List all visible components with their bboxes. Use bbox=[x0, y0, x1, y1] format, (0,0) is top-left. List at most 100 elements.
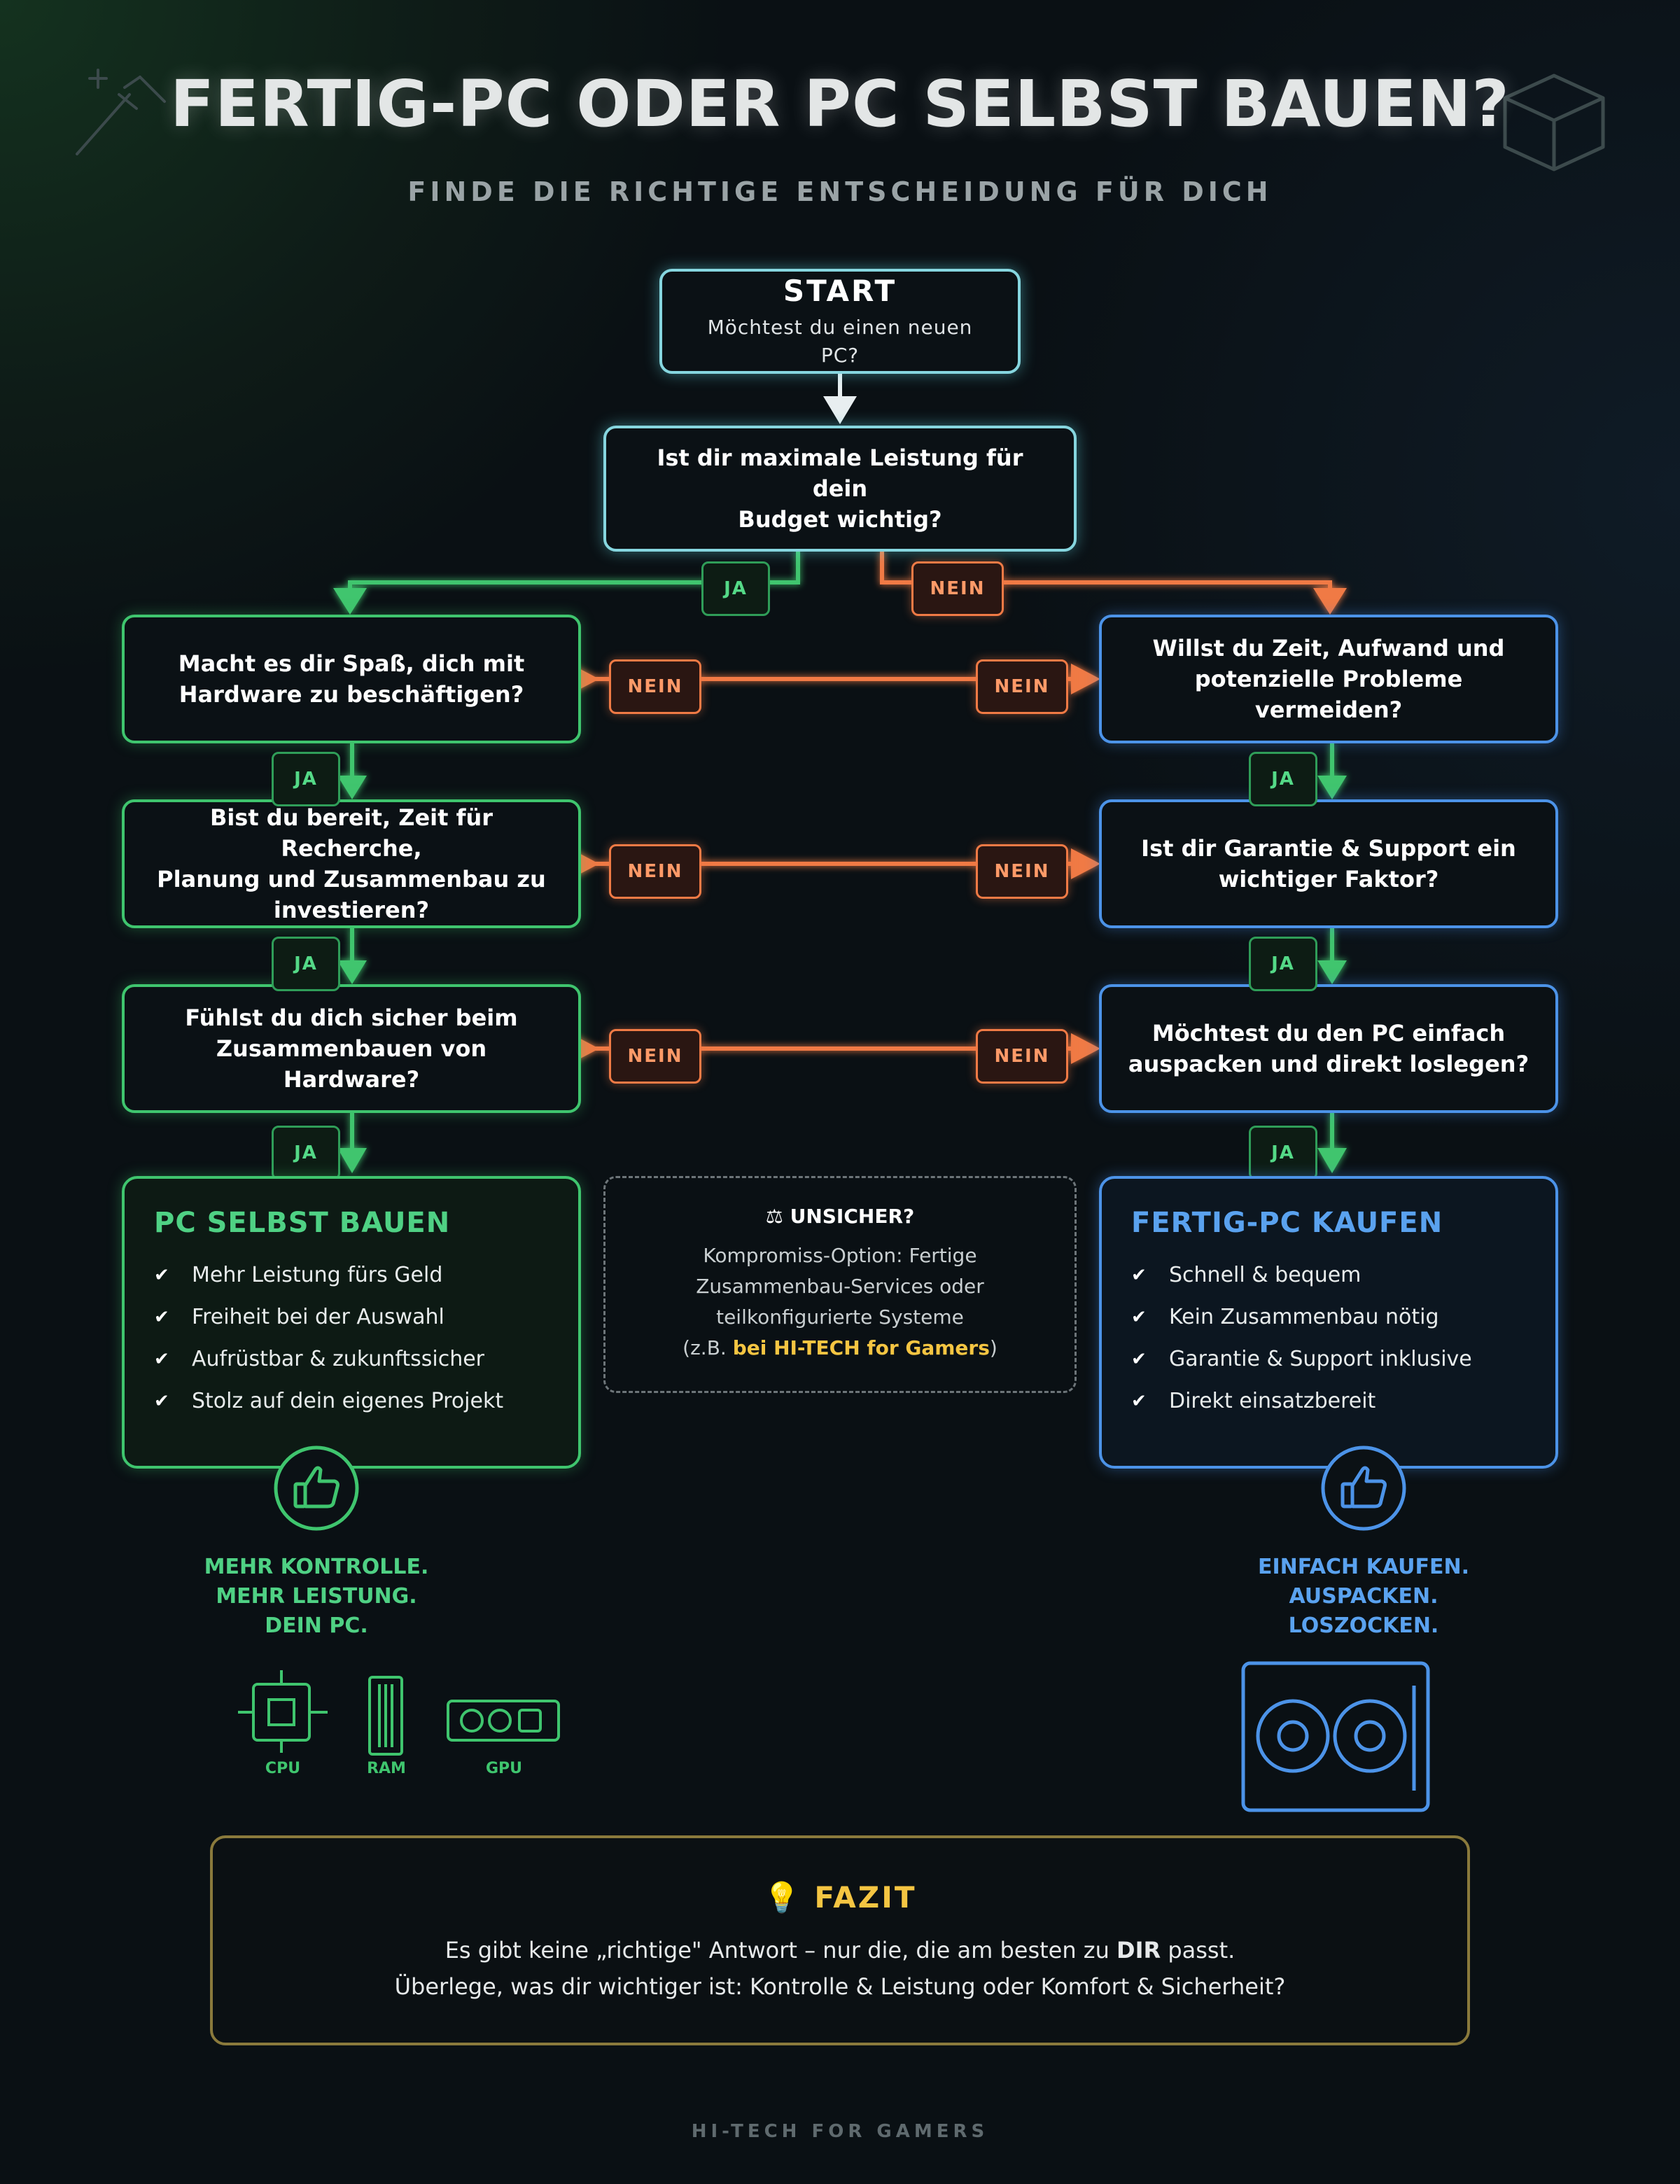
check-icon: ✔ bbox=[1131, 1265, 1147, 1286]
page-subtitle: FINDE DIE RICHTIGE ENTSCHEIDUNG FÜR DICH bbox=[407, 176, 1273, 207]
badge-nein-main: NEIN bbox=[911, 561, 1004, 616]
conclusion-line-1: Es gibt keine „richtige" Antwort – nur d… bbox=[213, 1932, 1467, 1968]
unsure-title-text: UNSICHER? bbox=[790, 1205, 915, 1228]
list-item: ✔ Kein Zusammenbau nötig bbox=[1131, 1296, 1526, 1338]
result-build-pc: PC SELBST BAUEN ✔ Mehr Leistung fürs Geld… bbox=[122, 1176, 581, 1469]
start-box: START Möchtest du einen neuen PC? bbox=[659, 269, 1021, 374]
badge-nein-left-1: NEIN bbox=[609, 659, 701, 714]
list-item-text: Direkt einsatzbereit bbox=[1169, 1389, 1376, 1413]
badge-ja-right-1: JA bbox=[1249, 752, 1317, 806]
question-right-1-line-2: potenzielle Probleme vermeiden? bbox=[1194, 666, 1463, 723]
question-right-3-line-2: auspacken und direkt loslegen? bbox=[1128, 1051, 1530, 1077]
check-icon: ✔ bbox=[154, 1391, 169, 1412]
page-title: FERTIG-PC ODER PC SELBST BAUEN? bbox=[170, 66, 1510, 141]
list-item-text: Freiheit bei der Auswahl bbox=[192, 1305, 444, 1329]
question-main: Ist dir maximale Leistung für dein Budge… bbox=[603, 426, 1077, 552]
gpu-label: GPU bbox=[485, 1760, 523, 1777]
result-buy-pc-title: FERTIG-PC KAUFEN bbox=[1131, 1207, 1443, 1239]
badge-nein-right-3: NEIN bbox=[976, 1029, 1068, 1084]
conclusion-line-2: Überlege, was dir wichtiger ist: Kontrol… bbox=[394, 1973, 1286, 2000]
slogan-buy: EINFACH KAUFEN. AUSPACKEN. LOSZOCKEN. bbox=[1224, 1553, 1504, 1641]
list-item: ✔ Freiheit bei der Auswahl bbox=[154, 1296, 549, 1338]
cpu-icon bbox=[238, 1670, 328, 1753]
gpu-icon bbox=[447, 1700, 560, 1742]
footer-brand: HI-TECH FOR GAMERS bbox=[691, 2121, 989, 2142]
unsure-prefix: (z.B. bbox=[682, 1336, 733, 1359]
check-icon: ✔ bbox=[1131, 1391, 1147, 1412]
scale-icon: ⚖ bbox=[765, 1205, 790, 1228]
check-icon: ✔ bbox=[154, 1265, 169, 1286]
badge-nein-left-2: NEIN bbox=[609, 844, 701, 899]
question-left-2-line-1: Bist du bereit, Zeit für Recherche, bbox=[209, 804, 493, 862]
list-item: ✔Aufrüstbar & zukunftssicher bbox=[154, 1338, 549, 1380]
unsure-line-2: Zusammenbau-Services oder bbox=[696, 1275, 984, 1298]
unsure-suffix: ) bbox=[989, 1336, 997, 1359]
list-item-text: Schnell & bequem bbox=[1169, 1263, 1362, 1287]
question-right-1: Willst du Zeit, Aufwand und potenzielle P… bbox=[1099, 615, 1558, 743]
check-icon: ✔ bbox=[154, 1307, 169, 1328]
list-item: ✔Garantie & Support inklusive bbox=[1131, 1338, 1526, 1380]
question-left-3-line-1: Fühlst du dich sicher beim bbox=[185, 1004, 518, 1031]
thumbs-up-icon bbox=[1321, 1446, 1406, 1531]
unsure-highlight: bei HI-TECH for Gamers bbox=[732, 1336, 990, 1359]
conclusion-title: 💡 FAZIT bbox=[213, 1880, 1467, 1915]
question-right-2-line-2: wichtiger Faktor? bbox=[1218, 866, 1439, 892]
conclusion-line-1-emphasis: DIR bbox=[1116, 1937, 1161, 1963]
question-main-text: Ist dir maximale Leistung für dein Budge… bbox=[606, 442, 1074, 535]
question-left-1-line-2: Hardware zu beschäftigen? bbox=[178, 681, 524, 708]
slogan-build-line-1: MEHR KONTROLLE. bbox=[204, 1555, 429, 1579]
list-item-text: Garantie & Support inklusive bbox=[1169, 1347, 1472, 1371]
question-left-3-line-2: Zusammenbauen von Hardware? bbox=[216, 1035, 487, 1093]
list-item: ✔ Mehr Leistung fürs Geld bbox=[154, 1254, 549, 1296]
badge-ja-left-2: JA bbox=[272, 937, 340, 991]
question-left-2: Bist du bereit, Zeit für Recherche,Planu… bbox=[122, 799, 581, 928]
list-item-text: Mehr Leistung fürs Geld bbox=[192, 1263, 443, 1287]
unsure-title: ⚖ UNSICHER? bbox=[606, 1205, 1074, 1228]
list-item: ✔ Schnell & bequem bbox=[1131, 1254, 1526, 1296]
start-question: Möchtest du einen neuen PC? bbox=[708, 314, 973, 370]
list-item-text: Stolz auf dein eigenes Projekt bbox=[192, 1389, 504, 1413]
graphics-card-icon bbox=[1241, 1661, 1430, 1812]
slogan-buy-line-3: LOSZOCKEN. bbox=[1288, 1614, 1439, 1638]
start-title: START bbox=[783, 273, 897, 308]
unsure-box: ⚖ UNSICHER? Kompromiss-Option: Fertige Z… bbox=[603, 1176, 1077, 1393]
slogan-build-line-3: DEIN PC. bbox=[265, 1614, 368, 1638]
list-item-text: Aufrüstbar & zukunftssicher bbox=[192, 1347, 484, 1371]
result-buy-pc: FERTIG-PC KAUFEN ✔ Schnell & bequem ✔ Kein… bbox=[1099, 1176, 1558, 1469]
question-right-2-line-1: Ist dir Garantie & Support ein bbox=[1141, 835, 1516, 862]
thumbs-up-icon bbox=[274, 1446, 359, 1531]
list-item: ✔ Direkt einsatzbereit bbox=[1131, 1380, 1526, 1422]
question-right-2: Ist dir Garantie & Support ein wichtiger … bbox=[1099, 799, 1558, 928]
badge-ja-left-3: JA bbox=[272, 1126, 340, 1180]
question-main-line-2: Budget wichtig? bbox=[738, 506, 942, 533]
result-build-pc-list: ✔ Mehr Leistung fürs Geld ✔ Freiheit bei d… bbox=[154, 1254, 549, 1422]
list-item-text: Kein Zusammenbau nötig bbox=[1169, 1305, 1439, 1329]
question-left-2-line-3: investieren? bbox=[273, 897, 430, 923]
check-icon: ✔ bbox=[1131, 1307, 1147, 1328]
question-left-1-line-1: Macht es dir Spaß, dich mit bbox=[178, 650, 525, 677]
result-buy-pc-list: ✔ Schnell & bequem ✔ Kein Zusammenbau nöti… bbox=[1131, 1254, 1526, 1422]
conclusion-line-1-c: passt. bbox=[1161, 1937, 1236, 1963]
badge-ja-right-3: JA bbox=[1249, 1126, 1317, 1180]
question-right-1-line-1: Willst du Zeit, Aufwand und bbox=[1152, 635, 1505, 662]
badge-ja-right-2: JA bbox=[1249, 937, 1317, 991]
result-build-pc-title: PC SELBST BAUEN bbox=[154, 1207, 451, 1239]
lightbulb-icon: 💡 bbox=[763, 1880, 815, 1914]
slogan-build-line-2: MEHR LEISTUNG. bbox=[216, 1584, 417, 1609]
start-line-1: Möchtest du einen neuen bbox=[707, 315, 973, 339]
badge-nein-right-1: NEIN bbox=[976, 659, 1068, 714]
conclusion-title-text: FAZIT bbox=[814, 1880, 917, 1914]
start-line-2: PC? bbox=[820, 343, 860, 367]
slogan-buy-line-1: EINFACH KAUFEN. bbox=[1258, 1555, 1469, 1579]
slogan-build: MEHR KONTROLLE. MEHR LEISTUNG. DEIN PC. bbox=[176, 1553, 456, 1641]
cpu-label: CPU bbox=[265, 1760, 301, 1777]
list-item: ✔ Stolz auf dein eigenes Projekt bbox=[154, 1380, 549, 1422]
badge-nein-left-3: NEIN bbox=[609, 1029, 701, 1084]
arrow-main-to-left bbox=[333, 552, 800, 615]
conclusion-line-1-a: Es gibt keine „richtige" Antwort – nur d… bbox=[444, 1937, 1117, 1963]
slogan-buy-line-2: AUSPACKEN. bbox=[1289, 1584, 1438, 1609]
badge-nein-right-2: NEIN bbox=[976, 844, 1068, 899]
